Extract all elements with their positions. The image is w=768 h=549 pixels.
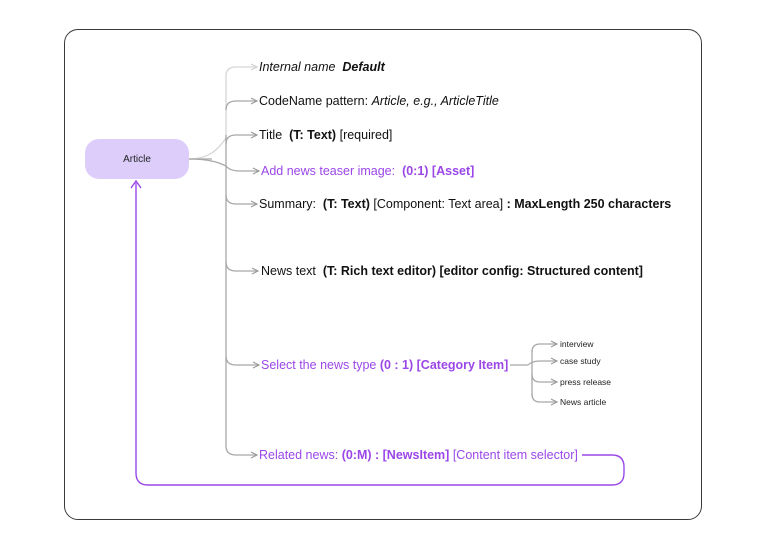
related-field-name: Related news: (259, 448, 342, 462)
news-text-field-label: News text (T: Rich text editor) [editor … (261, 263, 643, 279)
codename-prefix: CodeName pattern: (259, 94, 372, 108)
reference-loop (135, 183, 625, 486)
news-text-field-type: (T: Rich text editor) [editor config: St… (322, 264, 643, 278)
connector-cat-press-release (531, 373, 557, 382)
summary-field-type: (T: Text) (322, 197, 370, 211)
news-type-field-label: Select the news type (0 : 1) [Category I… (261, 357, 508, 373)
summary-field-constraint: : MaxLength 250 characters (506, 197, 672, 211)
title-field-required: [required] (339, 128, 393, 142)
related-field-label: Related news: (0:M) : [NewsItem] [Conten… (259, 447, 578, 463)
internal-name-value: Default (342, 60, 385, 74)
connector-cat-interview (531, 344, 557, 353)
teaser-field-label: Add news teaser image: (0:1) [Asset] (261, 163, 474, 179)
category-interview: interview (560, 339, 594, 349)
teaser-field-type: (0:1) [Asset] (402, 164, 475, 178)
connector-summary (225, 194, 257, 204)
connector-internal-name (188, 67, 257, 160)
related-field-type: (0:M) : [NewsItem] (341, 448, 450, 462)
teaser-field-name: Add news teaser image: (261, 164, 399, 178)
category-case-study: case study (560, 356, 601, 366)
connector-cat-case-study (527, 361, 557, 366)
related-field-selector: [Content item selector] (452, 448, 578, 462)
news-text-field-name: News text (261, 264, 320, 278)
title-field-label: Title (T: Text) [required] (259, 127, 392, 143)
news-type-field-type: (0 : 1) [Category Item] (379, 358, 509, 372)
connector-news-text (225, 261, 258, 271)
connector-cat-trunk (510, 350, 533, 396)
codename-label: CodeName pattern: Article, e.g., Article… (259, 93, 499, 109)
internal-name-label: Internal name Default (259, 59, 385, 75)
connector-codename (225, 101, 257, 111)
category-news-article: News article (560, 397, 607, 407)
summary-field-name: Summary: (259, 197, 320, 211)
title-field-name: Title (259, 128, 283, 142)
connector-cat-news-article (531, 393, 557, 402)
connector-related (225, 445, 257, 455)
connector-teaser (188, 158, 259, 171)
title-field-type: (T: Text) (289, 128, 337, 142)
summary-field-label: Summary: (T: Text) [Component: Text area… (259, 196, 671, 212)
connector-news-type (225, 355, 259, 365)
article-node-label: Article (123, 153, 151, 165)
news-type-field-name: Select the news type (261, 358, 380, 372)
connector-title (225, 135, 257, 145)
internal-name-prefix: Internal name (259, 60, 336, 74)
diagram-frame (64, 29, 702, 520)
reference-arrowhead (130, 179, 142, 189)
summary-field-component: [Component: Text area] (373, 197, 504, 211)
codename-value: Article, e.g., ArticleTitle (371, 94, 499, 108)
article-node: Article (85, 139, 189, 179)
category-press-release: press release (560, 377, 612, 387)
